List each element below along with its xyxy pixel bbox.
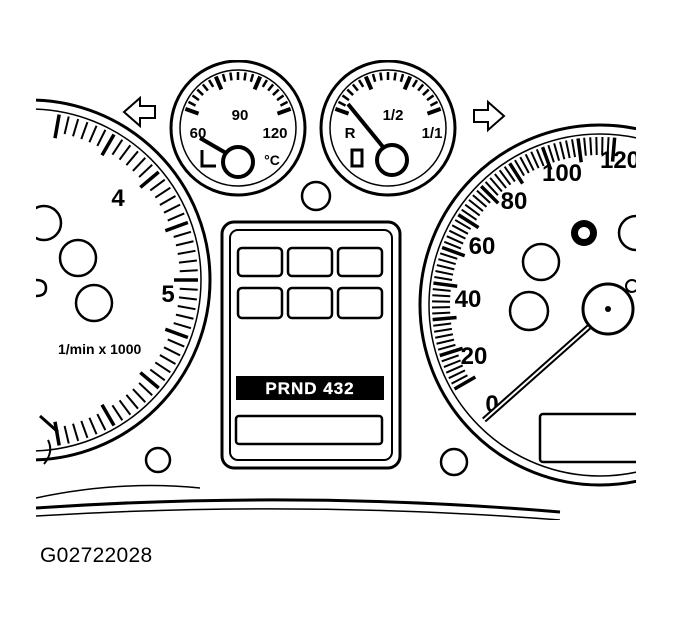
warning-lamp	[58, 238, 98, 278]
speedometer: 0 20 40 60 80 100 120	[418, 123, 640, 487]
message-display	[234, 414, 384, 446]
warning-lamp	[74, 283, 114, 323]
speed-label-100: 100	[542, 160, 582, 187]
tach-unit-label: 1/min x 1000	[58, 341, 141, 357]
warning-lamp	[36, 204, 63, 242]
speed-label-20: 20	[461, 343, 488, 370]
indicator-window	[336, 246, 384, 278]
warning-lamp	[617, 214, 636, 252]
warning-lamp	[508, 290, 550, 332]
temp-needle-hub	[221, 145, 255, 179]
tach-label-5: 5	[161, 281, 174, 308]
indicator-window	[286, 246, 334, 278]
center-display-panel: PRND 432	[220, 220, 402, 470]
speed-label-40: 40	[455, 286, 482, 313]
fuel-pump-icon	[350, 148, 364, 168]
tachometer-ticks	[53, 114, 198, 446]
left-turn-signal-icon	[122, 95, 156, 129]
temperature-gauge-ticks	[184, 72, 292, 116]
figure-id-caption: G02722028	[40, 544, 153, 567]
speed-label-120: 120	[600, 147, 640, 174]
fuel-needle-hub	[375, 143, 409, 177]
tach-label-4: 4	[111, 185, 125, 212]
indicator-window	[286, 286, 334, 320]
fuel-label-full: 1/1	[422, 125, 443, 142]
warning-lamp	[36, 278, 48, 298]
indicator-window	[236, 286, 284, 320]
speed-label-60: 60	[469, 233, 496, 260]
tachometer: 4 5 1/min x 1000	[36, 98, 212, 465]
temp-label-90: 90	[232, 107, 249, 124]
cluster-bezel	[36, 498, 561, 514]
gear-indicator-text: PRND 432	[265, 379, 354, 398]
warning-lamp	[521, 242, 561, 282]
speed-label-80: 80	[501, 188, 528, 215]
indicator-lamp	[144, 446, 172, 474]
fuel-gauge-ticks	[334, 72, 442, 116]
temperature-gauge: 60 90 120 °C	[169, 60, 307, 197]
odometer-display	[538, 412, 636, 464]
coolant-icon	[200, 150, 216, 168]
speedometer-ticks	[432, 137, 617, 391]
fuel-label-reserve: R	[345, 125, 356, 142]
indicator-lamp	[300, 180, 332, 212]
gear-indicator-display	[236, 376, 384, 400]
temp-label-120: 120	[262, 125, 287, 142]
fuel-gauge: R 1/2 1/1	[319, 60, 457, 197]
right-turn-signal-icon	[473, 99, 506, 133]
indicator-lamp	[439, 447, 469, 477]
temp-unit-label: °C	[264, 152, 280, 168]
indicator-window	[336, 286, 384, 320]
indicator-window	[236, 246, 284, 278]
fuel-label-half: 1/2	[383, 107, 404, 124]
